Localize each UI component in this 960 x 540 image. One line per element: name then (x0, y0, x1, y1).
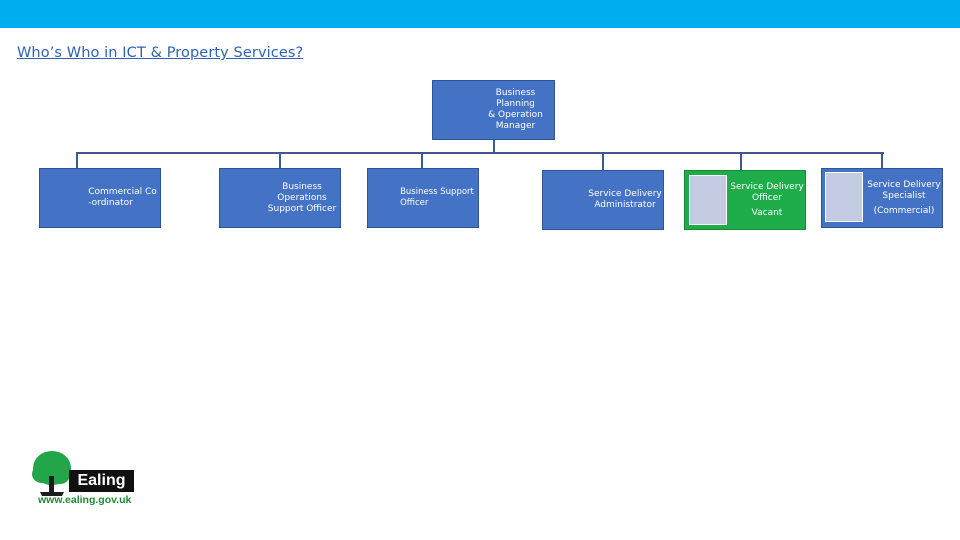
org-box-manager: Business Planning & Operation Manager (432, 80, 555, 140)
top-accent-bar (0, 0, 960, 28)
photo-placeholder (689, 175, 727, 225)
org-box-commercial-coordinator: Commercial Co -ordinator (39, 168, 161, 228)
org-box-service-delivery-administrator: Service Delivery Administrator (542, 170, 664, 230)
role-label: Business Support Officer (400, 187, 474, 208)
connector-drop-3 (421, 152, 423, 168)
role-label: Service Delivery Officer (730, 181, 804, 203)
role-label: Business Operations Support Officer (267, 181, 337, 214)
connector-manager-down (493, 140, 495, 153)
ealing-tree-logo (32, 451, 71, 496)
logo-url[interactable]: www.ealing.gov.uk (38, 494, 132, 506)
logo-name: Ealing (69, 470, 134, 492)
connector-drop-6 (881, 152, 883, 168)
role-label: Commercial Co -ordinator (88, 187, 157, 208)
role-note: Vacant (751, 207, 783, 218)
photo-placeholder (825, 172, 863, 222)
connector-drop-4 (602, 152, 604, 170)
connector-horizontal (76, 152, 884, 154)
connector-drop-2 (279, 152, 281, 168)
role-label: Service Delivery Specialist (867, 179, 941, 201)
page-title[interactable]: Who’s Who in ICT & Property Services? (17, 45, 304, 61)
org-box-business-operations-support: Business Operations Support Officer (219, 168, 341, 228)
manager-label: Business Planning & Operation Manager (488, 88, 543, 131)
connector-drop-5 (740, 152, 742, 170)
role-note: (Commercial) (873, 205, 935, 216)
connector-drop-1 (76, 152, 78, 168)
role-label: Service Delivery Administrator (588, 189, 662, 210)
org-box-business-support-officer: Business Support Officer (367, 168, 479, 228)
